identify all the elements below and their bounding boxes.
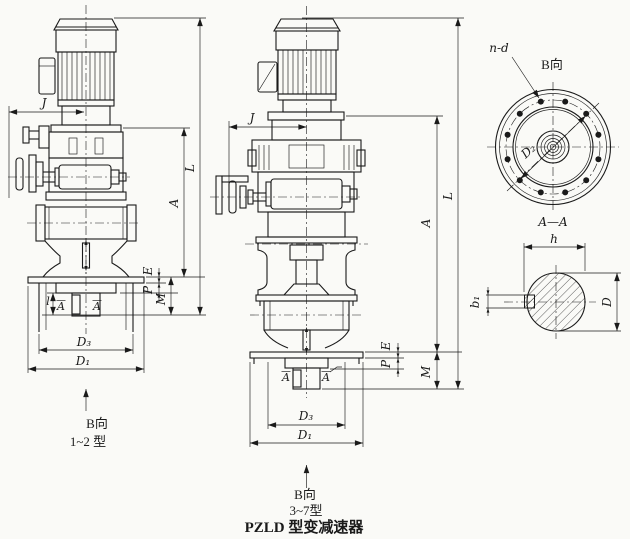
section-mark-middle-1: A	[281, 371, 290, 384]
dim-label-P-left: P	[141, 285, 155, 295]
oil-elbow-left	[22, 126, 30, 144]
section-mark-middle-2: A	[321, 371, 330, 384]
variator-middle	[215, 171, 358, 215]
left-view-dimensions: J L A M E P l A A	[8, 17, 206, 373]
left-view-drawing: J L A M E P l A A	[8, 5, 206, 449]
gearbox-housing-left	[22, 125, 124, 159]
dim-label-D3-left: D₃	[76, 335, 92, 349]
terminal-box-left	[38, 57, 56, 95]
gearbox-housing-middle	[247, 119, 366, 173]
handwheel-left	[15, 157, 24, 191]
handwheel-middle	[228, 180, 237, 214]
left-view-labels: B向 1~2 型	[70, 389, 108, 449]
bolt-circle	[505, 99, 601, 195]
shaft-section	[526, 272, 586, 332]
type-label-middle: 3~7型	[289, 503, 322, 518]
view-label-flange: B向	[541, 57, 563, 72]
dim-label-E-middle: E	[379, 341, 393, 351]
middle-view-labels: B向 3~7型 PZLD 型变减速器	[245, 465, 365, 536]
housing-ribs-middle	[258, 145, 355, 170]
section-view-drawing: A—A h b₁ D	[468, 215, 621, 339]
lower-stage-left	[27, 191, 145, 332]
dim-label-J-left: J	[39, 96, 48, 110]
keyway-section	[524, 294, 535, 309]
dim-label-A-middle: A	[419, 218, 433, 228]
motor-ribs-left	[61, 52, 111, 100]
bolt-holes	[504, 98, 602, 196]
handwheel-bracket-middle	[215, 175, 223, 215]
dim-label-l-left: l	[46, 295, 50, 308]
terminal-box-middle	[257, 61, 278, 93]
view-direction-label-middle: B向	[294, 487, 316, 502]
motor-middle	[257, 18, 345, 121]
dim-label-M-left: M	[154, 292, 168, 306]
mid-stages-middle	[255, 211, 358, 353]
dim-label-D1-left: D₁	[75, 354, 90, 368]
motor-ribs-middle	[282, 50, 332, 94]
dim-label-M-middle: M	[419, 365, 433, 379]
dim-label-J-middle: J	[247, 111, 256, 125]
shaft-key-middle	[292, 369, 302, 388]
dim-label-A-left: A	[167, 198, 181, 208]
type-label-left: 1~2 型	[70, 434, 106, 449]
dim-label-b1: b₁	[468, 296, 482, 309]
view-direction-label-left: B向	[86, 416, 108, 431]
middle-view-drawing: J L A M E P A A	[210, 6, 464, 536]
flange-view-drawing: n-d B向 D₂	[487, 41, 619, 210]
dim-label-D3-middle: D₃	[298, 409, 314, 423]
motor-left	[38, 18, 122, 133]
variator-left	[15, 154, 127, 193]
dim-label-E-left: E	[141, 266, 155, 276]
dim-label-P-middle: P	[379, 359, 393, 369]
shaft-key-left	[71, 294, 81, 315]
section-mark-left-2: A	[92, 300, 101, 313]
section-title: A—A	[537, 215, 568, 229]
bolt-holes-leader	[511, 56, 540, 99]
middle-view-dimensions: J L A M E P A A	[228, 17, 464, 447]
section-mark-left-1: A	[56, 300, 65, 313]
bolt-holes-label: n-d	[489, 41, 509, 55]
base-middle	[249, 351, 364, 390]
dim-label-D: D	[600, 297, 614, 308]
dim-label-L-left: L	[183, 164, 197, 173]
dim-label-D1-middle: D₁	[297, 428, 312, 442]
dim-label-D2: D₂	[518, 141, 539, 162]
dim-label-L-middle: L	[441, 192, 455, 201]
drawing-caption: PZLD 型变减速器	[245, 518, 365, 536]
dim-label-h: h	[550, 232, 558, 246]
